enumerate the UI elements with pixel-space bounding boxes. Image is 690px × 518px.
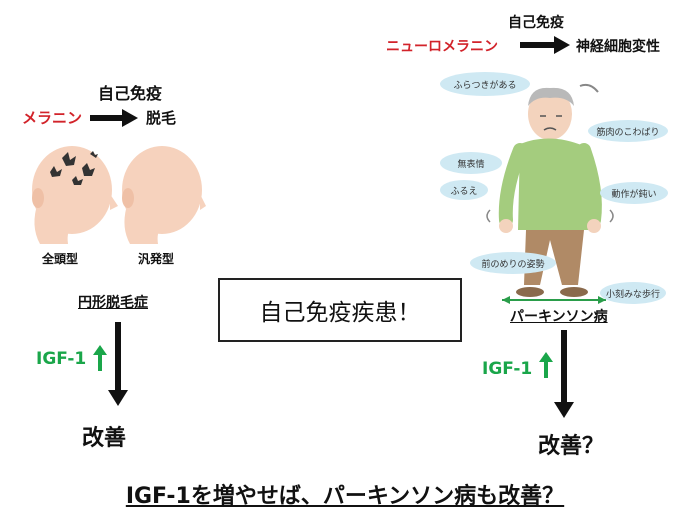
left-autoimmune-label: 自己免疫 <box>97 84 162 103</box>
symptom-bubble-slow-movement: 動作が鈍い <box>600 182 668 204</box>
left-igf-label: IGF-1 <box>36 349 87 369</box>
left-result-label: 脱毛 <box>146 109 177 127</box>
right-antigen-label: ニューロメラニン <box>386 39 498 55</box>
symptom-bubble-blank-face: 無表情 <box>440 152 502 174</box>
left-disease-label: 円形脱毛症 <box>78 295 148 311</box>
bottom-question: IGF-1を増やせば、パーキンソン病も改善？ <box>125 484 565 509</box>
symptom-bubble-short-steps: 小刻みな歩行 <box>600 282 666 304</box>
right-autoimmune-label: 自己免疫 <box>508 15 564 31</box>
head-full-type <box>32 146 118 244</box>
right-result-label: 神経細胞変性 <box>576 39 660 55</box>
right-igf-up-arrow <box>539 352 553 378</box>
left-antigen-label: メラニン <box>22 109 83 127</box>
symptom-bubble-tremor: ふるえ <box>440 180 488 200</box>
symptom-bubble-unsteady: ふらつきがある <box>440 72 530 96</box>
right-down-arrow <box>554 330 574 418</box>
head-label-full: 全頭型 <box>42 252 79 266</box>
right-igf-label: IGF-1 <box>482 359 533 379</box>
right-disease-label: パーキンソン病 <box>510 309 608 325</box>
symptom-bubble-stiffness: 筋肉のこわばり <box>588 120 668 142</box>
left-down-arrow <box>108 322 128 406</box>
left-igf-up-arrow <box>93 345 107 371</box>
alopecia-heads-illustration <box>32 146 206 244</box>
head-label-universal: 汎発型 <box>138 252 175 266</box>
parkinson-patient-illustration <box>486 83 614 304</box>
left-outcome-label: 改善 <box>82 426 127 451</box>
head-universal-type <box>122 146 206 244</box>
autoimmune-disease-text: 自己免疫疾患！ <box>259 300 421 326</box>
left-right-arrow <box>90 109 138 127</box>
right-outcome-label: 改善？ <box>538 434 605 459</box>
symptom-bubble-stooped-posture: 前のめりの姿勢 <box>470 252 556 274</box>
autoimmune-disease-box: 自己免疫疾患！ <box>218 278 462 342</box>
right-right-arrow <box>520 36 570 54</box>
